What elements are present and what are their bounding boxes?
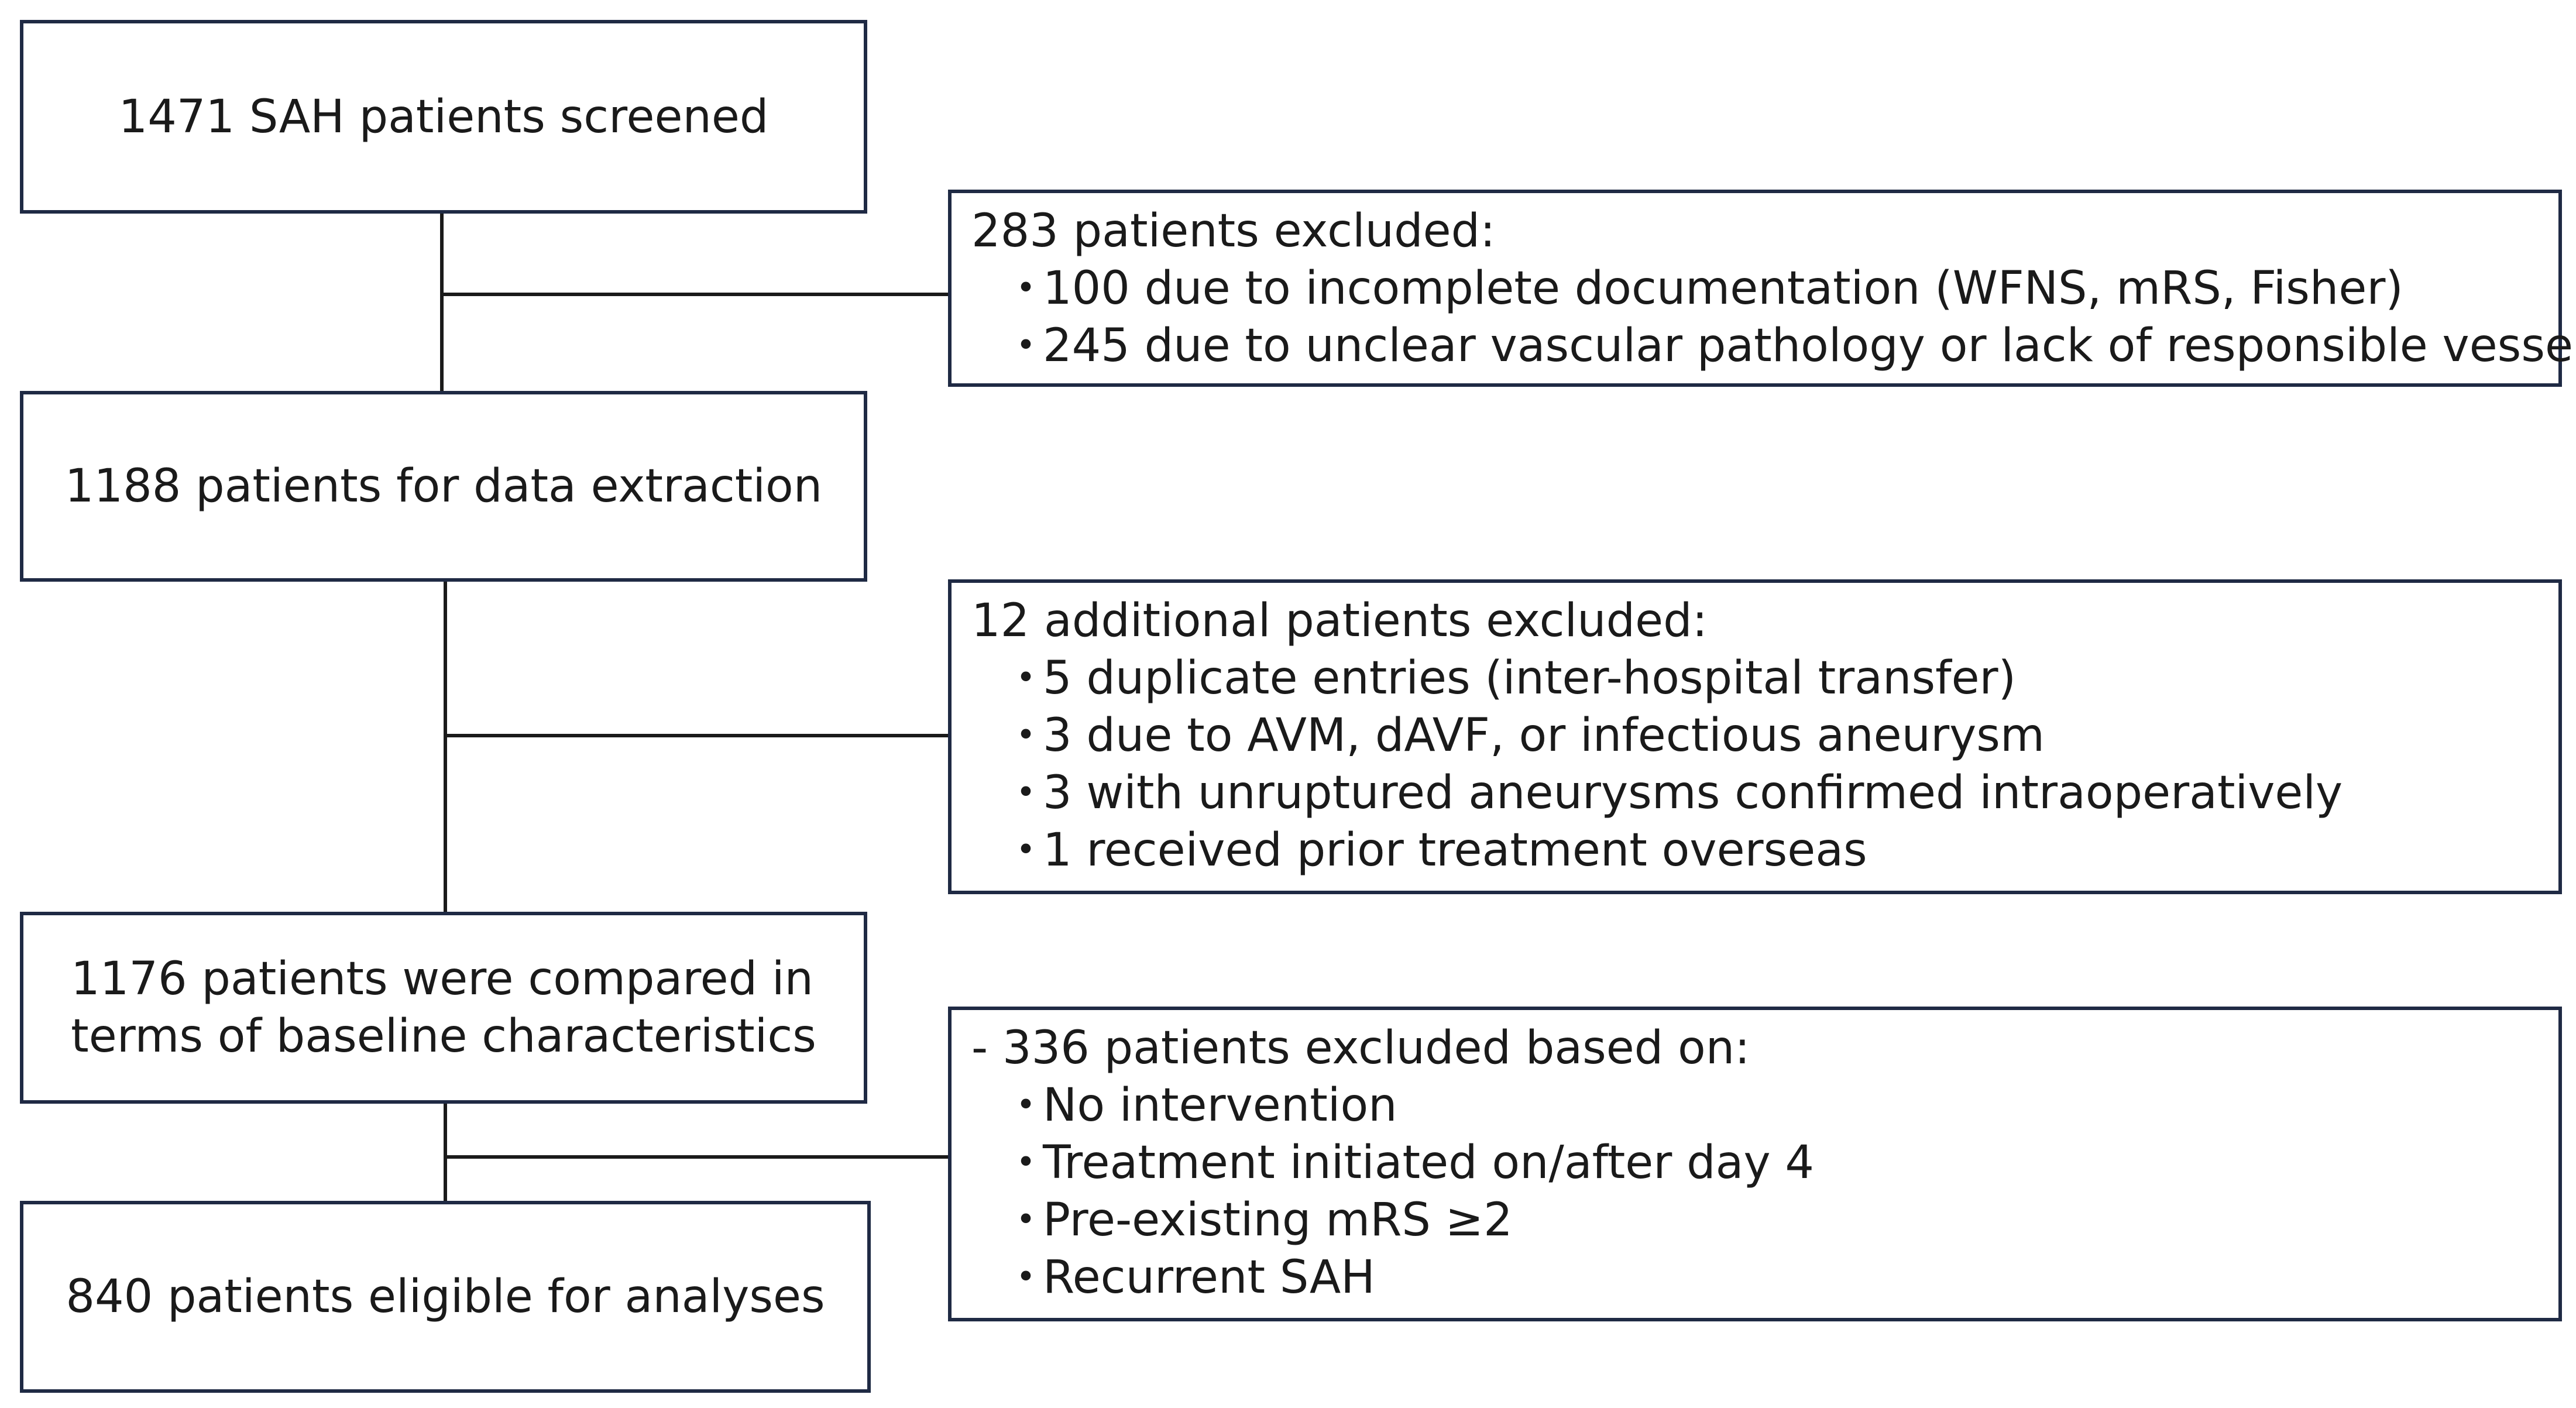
connector-vertical-1 <box>440 210 444 393</box>
bullet-icon: ・ <box>1003 767 1049 819</box>
connector-horizontal-1 <box>440 293 950 296</box>
flow-box-screened-text: 1471 SAH patients screened <box>118 90 769 143</box>
bullet-icon: ・ <box>1003 320 1049 372</box>
bullet-icon: ・ <box>1003 824 1049 877</box>
connector-horizontal-3 <box>444 1155 950 1159</box>
exclusion-box-2: 12 additional patients excluded: ・5 dupl… <box>948 579 2562 894</box>
bullet-icon: ・ <box>1003 652 1049 705</box>
exclusion-item: ・3 with unruptured aneurysms confirmed i… <box>971 764 2558 822</box>
exclusion-item-text: Recurrent SAH <box>1043 1251 1375 1304</box>
exclusion-item-text: 100 due to incomplete documentation (WFN… <box>1043 262 2403 315</box>
exclusion-item-text: Pre-existing mRS ≥2 <box>1043 1194 1513 1246</box>
exclusion-item: ・245 due to unclear vascular pathology o… <box>971 317 2576 375</box>
exclusion-box-1-title: 283 patients excluded: <box>971 205 1496 257</box>
connector-vertical-2 <box>444 578 447 914</box>
exclusion-item: ・Pre-existing mRS ≥2 <box>971 1191 2558 1249</box>
bullet-icon: ・ <box>1003 262 1049 315</box>
exclusion-item-text: 5 duplicate entries (inter-hospital tran… <box>1043 652 2017 705</box>
exclusion-item-text: 245 due to unclear vascular pathology or… <box>1043 320 2576 372</box>
connector-vertical-3 <box>444 1100 447 1203</box>
exclusion-box-2-title: 12 additional patients excluded: <box>971 595 1708 647</box>
exclusion-box-1: 283 patients excluded: ・100 due to incom… <box>948 190 2576 387</box>
exclusion-item: ・5 duplicate entries (inter-hospital tra… <box>971 650 2558 707</box>
exclusion-item: ・No intervention <box>971 1077 2558 1134</box>
exclusion-item: ・3 due to AVM, dAVF, or infectious aneur… <box>971 707 2558 764</box>
exclusion-item-text: 3 due to AVM, dAVF, or infectious aneury… <box>1043 709 2045 762</box>
exclusion-item: ・1 received prior treatment overseas <box>971 822 2558 879</box>
exclusion-box-3-title: - 336 patients excluded based on: <box>971 1022 1750 1074</box>
exclusion-item-text: 3 with unruptured aneurysms confirmed in… <box>1043 767 2343 819</box>
flow-box-baseline-comparison: 1176 patients were compared in terms of … <box>20 912 867 1104</box>
bullet-icon: ・ <box>1003 1136 1049 1189</box>
bullet-icon: ・ <box>1003 709 1049 762</box>
flow-box-eligible-text: 840 patients eligible for analyses <box>66 1270 825 1323</box>
flow-box-data-extraction-text: 1188 patients for data extraction <box>64 460 823 513</box>
flow-box-baseline-comparison-text: 1176 patients were compared in terms of … <box>71 953 816 1063</box>
exclusion-item: ・100 due to incomplete documentation (WF… <box>971 260 2558 317</box>
flow-box-screened: 1471 SAH patients screened <box>20 20 867 214</box>
exclusion-box-3: - 336 patients excluded based on: ・No in… <box>948 1007 2562 1321</box>
bullet-icon: ・ <box>1003 1194 1049 1246</box>
flow-box-eligible: 840 patients eligible for analyses <box>20 1201 871 1393</box>
exclusion-item-text: Treatment initiated on/after day 4 <box>1043 1136 1815 1189</box>
exclusion-item: ・Treatment initiated on/after day 4 <box>971 1134 2558 1191</box>
bullet-icon: ・ <box>1003 1251 1049 1304</box>
connector-horizontal-2 <box>444 734 950 737</box>
flow-box-data-extraction: 1188 patients for data extraction <box>20 391 867 582</box>
exclusion-item-text: No intervention <box>1043 1079 1397 1132</box>
exclusion-item: ・Recurrent SAH <box>971 1249 2558 1306</box>
bullet-icon: ・ <box>1003 1079 1049 1132</box>
exclusion-item-text: 1 received prior treatment overseas <box>1043 824 1867 877</box>
